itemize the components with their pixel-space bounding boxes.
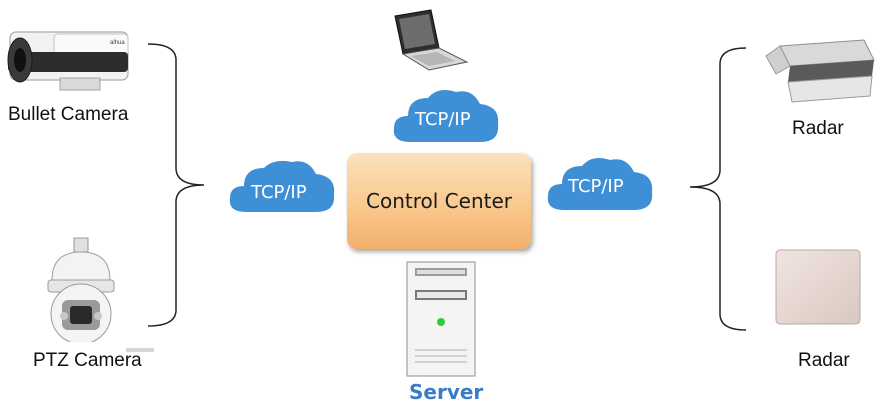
control-center-label: Control Center — [366, 189, 512, 213]
tcp-ip-cloud-top — [393, 90, 499, 142]
server-label: Server — [409, 380, 484, 404]
tcp-ip-label-right: TCP/IP — [568, 176, 624, 197]
radar-bottom-label: Radar — [798, 350, 850, 371]
svg-text:alhua: alhua — [110, 40, 125, 46]
ptz-camera-label: PTZ Camera — [33, 350, 142, 371]
ptz-camera-watermark — [126, 348, 154, 352]
radar-top-label: Radar — [792, 118, 844, 139]
tcp-ip-cloud-left — [229, 160, 335, 212]
control-center-box: Control Center — [347, 153, 531, 249]
radar-top-icon — [765, 39, 875, 103]
radar-bottom-icon — [775, 249, 861, 325]
ptz-camera-icon — [47, 237, 115, 342]
tcp-ip-cloud-right — [547, 158, 653, 210]
right-bracket — [689, 47, 747, 331]
laptop-icon — [394, 9, 469, 71]
server-icon — [406, 261, 476, 377]
left-bracket — [147, 43, 205, 327]
bullet-camera-label: Bullet Camera — [8, 104, 129, 125]
bullet-camera-icon: alhua — [7, 31, 129, 91]
tcp-ip-label-top: TCP/IP — [415, 109, 471, 130]
tcp-ip-label-left: TCP/IP — [251, 182, 307, 203]
